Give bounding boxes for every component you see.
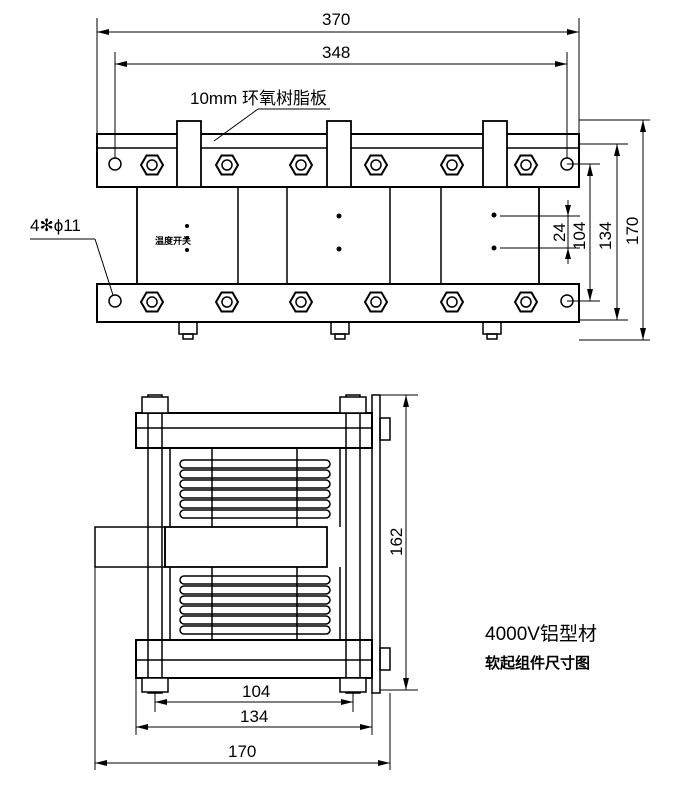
dim-162: 162 — [387, 528, 406, 556]
caption: 4000V铝型材 软起组件尺寸图 — [485, 623, 597, 672]
caption-line-2: 软起组件尺寸图 — [485, 654, 590, 672]
center-bar — [164, 526, 328, 568]
mounting-hole — [108, 157, 122, 171]
dim-104-horizontal: 104 — [242, 682, 270, 701]
mounting-hole — [108, 294, 122, 308]
caption-line-1: 4000V铝型材 — [485, 623, 597, 645]
dim-134: 134 — [596, 222, 615, 250]
side-protrusion — [94, 526, 166, 568]
dim-134-horizontal: 134 — [240, 707, 268, 726]
dim-overall-width: 370 — [322, 10, 350, 29]
top-plate — [135, 412, 373, 449]
core-label: 温度开关 — [155, 235, 191, 247]
dim-hole-spacing: 348 — [322, 43, 350, 62]
dim-104: 104 — [570, 222, 589, 250]
bolt-row-top — [139, 154, 539, 176]
tie-rod — [147, 394, 163, 694]
bottom-terminal — [330, 321, 350, 335]
board-label: 10mm 环氧树脂板 — [190, 89, 327, 108]
bottom-bar — [96, 283, 580, 323]
right-rail — [371, 394, 381, 694]
clamp-bracket — [176, 120, 202, 188]
dim-170-horizontal: 170 — [228, 742, 256, 761]
dim-24: 24 — [550, 223, 569, 242]
hole-callout: 4✻ϕ11 — [30, 216, 81, 235]
coil-lower — [169, 567, 341, 640]
core-body — [136, 186, 540, 285]
side-view: 162 104 134 170 — [94, 394, 418, 770]
tie-rod — [345, 394, 361, 694]
bottom-terminal — [482, 321, 502, 335]
bottom-terminal — [178, 321, 198, 335]
clamp-bracket — [326, 120, 352, 188]
bolt-row-bottom — [139, 291, 539, 313]
top-view: 温度开关 370 348 10mm 环氧树脂板 4✻ϕ11 — [30, 10, 650, 341]
coil-upper — [169, 448, 341, 527]
bottom-plate — [135, 639, 373, 679]
dim-170: 170 — [623, 217, 642, 245]
clamp-bracket — [482, 120, 508, 188]
